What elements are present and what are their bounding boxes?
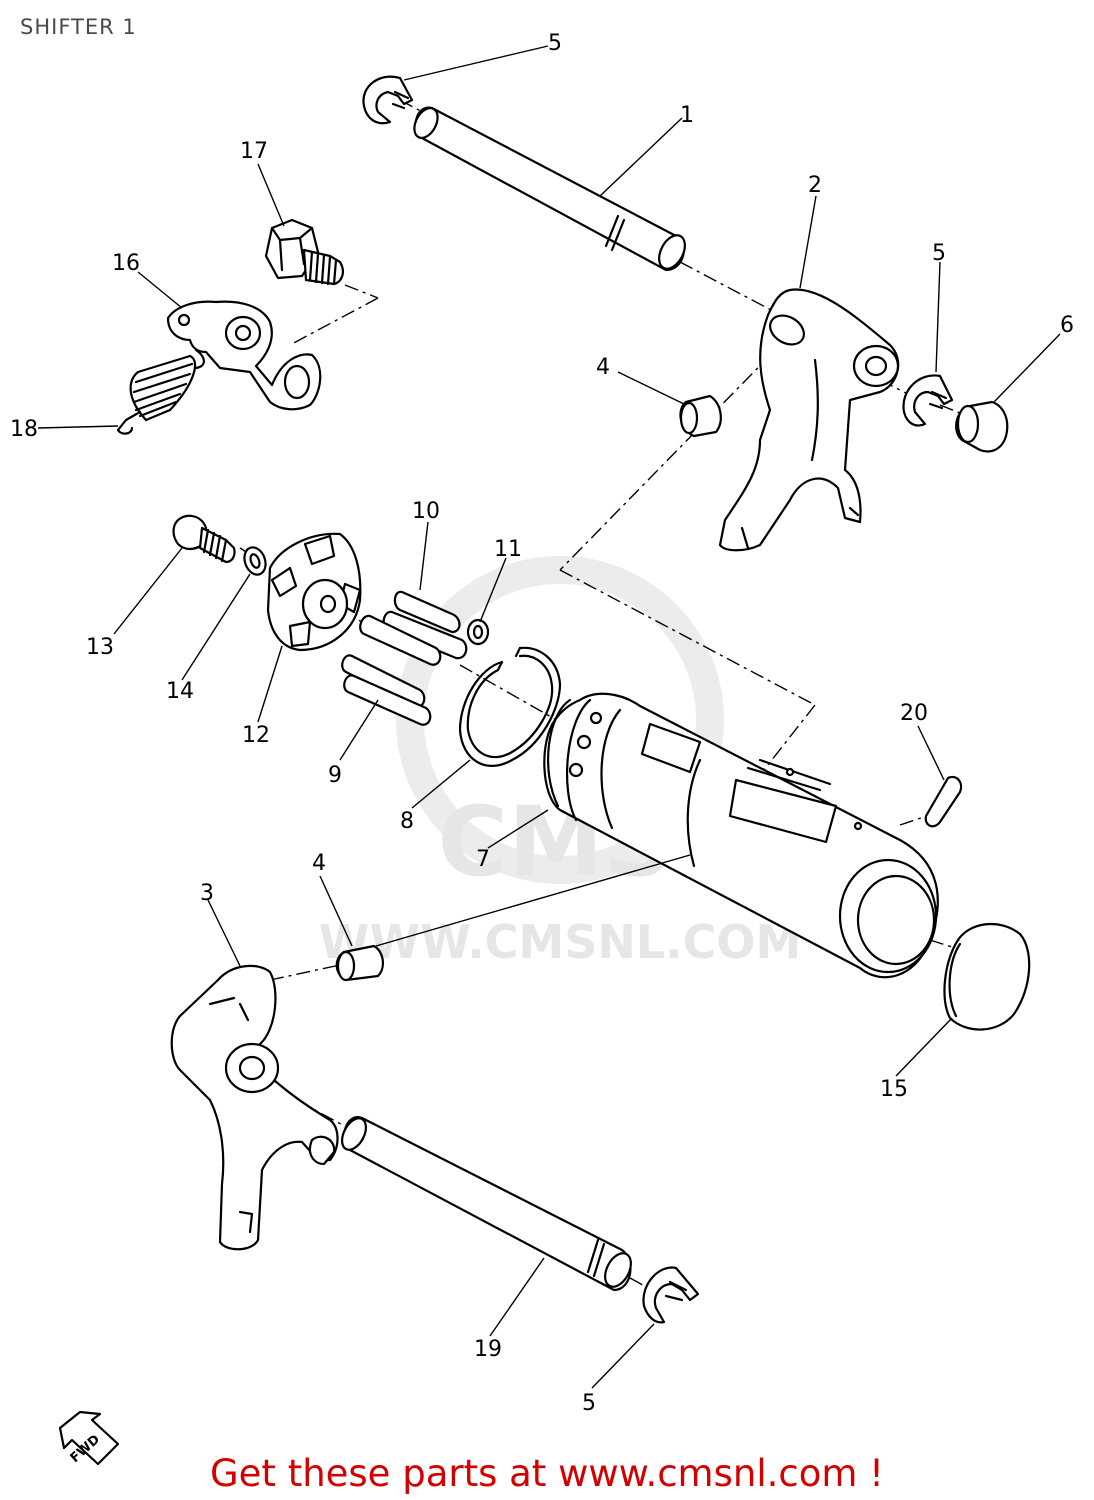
part-19-guide-bar	[340, 1116, 632, 1292]
callout-14: 14	[166, 679, 194, 704]
part-5-bottom-eclip	[642, 1266, 700, 1324]
watermark-url: WWW.CMSNL.COM	[319, 915, 802, 969]
callout-4-lower: 4	[312, 851, 326, 876]
callout-3: 3	[200, 881, 214, 906]
part-16-stopper-lever	[166, 300, 322, 411]
footer-cta-link[interactable]: Get these parts at www.cmsnl.com !	[209, 1452, 884, 1495]
part-3-shift-fork	[170, 964, 339, 1251]
part-17-bolt	[264, 218, 344, 286]
callout-labels: 5 1 2 5 6 4 17 16 18 10 11 13 14 12 9 8 …	[10, 31, 1074, 1416]
part-6-cap	[955, 400, 1009, 453]
part-14-washer	[243, 546, 267, 576]
callout-6: 6	[1060, 313, 1074, 338]
part-8-ring	[458, 646, 562, 767]
part-4-upper-pin	[679, 394, 722, 438]
part-11-circlip	[466, 618, 490, 646]
callout-5-right: 5	[932, 241, 946, 266]
callout-4-upper: 4	[596, 355, 610, 380]
callout-19: 19	[474, 1337, 502, 1362]
part-10-pins	[359, 590, 468, 666]
part-5-right-eclip	[902, 374, 954, 427]
part-7-shift-drum	[543, 692, 939, 979]
part-13-bolt	[172, 514, 236, 564]
part-1-shift-shaft	[413, 106, 686, 272]
callout-7: 7	[476, 847, 490, 872]
callout-18: 18	[10, 417, 38, 442]
callout-1: 1	[680, 103, 694, 128]
part-15-cap	[943, 922, 1031, 1031]
callout-5-bottom: 5	[582, 1391, 596, 1416]
callout-20: 20	[900, 701, 928, 726]
callout-5-top: 5	[548, 31, 562, 56]
leader-lines	[37, 45, 1061, 1389]
part-12-segment-plate	[266, 532, 362, 652]
callout-16: 16	[112, 251, 140, 276]
callout-15: 15	[880, 1077, 908, 1102]
part-9-pins	[341, 654, 432, 726]
callout-13: 13	[86, 635, 114, 660]
callout-2: 2	[808, 173, 822, 198]
callout-12: 12	[242, 723, 270, 748]
part-2-shift-fork	[718, 288, 900, 552]
fwd-direction-arrow-icon: FWD	[58, 1410, 120, 1466]
part-4-lower-pin	[335, 944, 384, 982]
callout-10: 10	[412, 499, 440, 524]
part-20-pin	[924, 775, 963, 828]
part-18-spring	[116, 348, 205, 435]
callout-11: 11	[494, 537, 522, 562]
callout-17: 17	[240, 139, 268, 164]
page-title: SHIFTER 1	[20, 15, 137, 39]
part-5-top-eclip	[362, 75, 414, 125]
callout-8: 8	[400, 809, 414, 834]
callout-9: 9	[328, 763, 342, 788]
